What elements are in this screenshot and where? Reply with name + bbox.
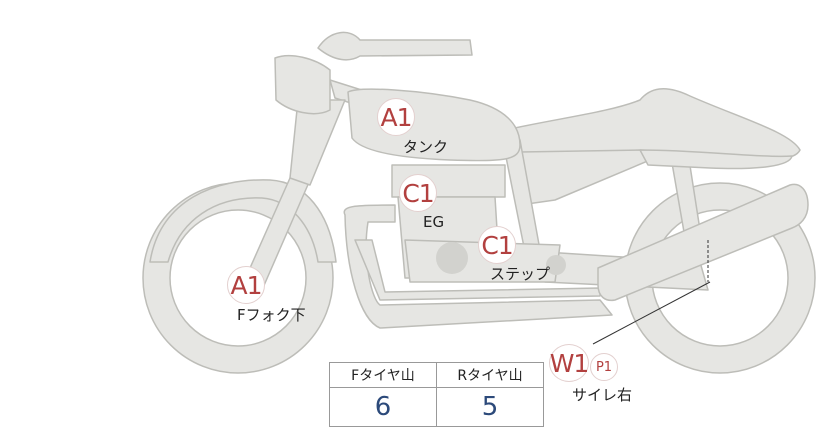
damage-marker-engine[interactable]: C1 bbox=[399, 174, 437, 212]
damage-marker-tank[interactable]: A1 bbox=[377, 98, 415, 136]
headlight bbox=[274, 54, 331, 115]
part-label-engine: EG bbox=[423, 213, 445, 231]
damage-sub-marker-muffler[interactable]: P1 bbox=[590, 353, 618, 381]
rear-fender bbox=[639, 149, 793, 170]
seat bbox=[504, 88, 801, 160]
part-label-muffler: サイレ右 bbox=[572, 386, 633, 404]
rear-tire-value: 5 bbox=[436, 387, 544, 427]
muffler bbox=[597, 183, 809, 302]
front-tire-value: 6 bbox=[329, 387, 437, 427]
part-label-tank: タンク bbox=[403, 138, 449, 156]
part-label-step: ステップ bbox=[490, 265, 551, 283]
rear-tire-header: Rタイヤ山 bbox=[436, 362, 544, 388]
damage-marker-front-fork[interactable]: A1 bbox=[227, 266, 265, 304]
damage-marker-muffler[interactable]: W1 bbox=[549, 344, 589, 382]
front-tire-header: Fタイヤ山 bbox=[329, 362, 437, 388]
leader-line bbox=[592, 281, 711, 345]
exhaust-pipe bbox=[343, 204, 613, 329]
part-label-front-fork: Fフォク下 bbox=[237, 306, 306, 324]
footpeg bbox=[546, 255, 566, 275]
handlebar bbox=[317, 31, 473, 61]
damage-marker-step[interactable]: C1 bbox=[478, 226, 516, 264]
tire-tread-table: Fタイヤ山 Rタイヤ山 6 5 bbox=[329, 362, 544, 427]
engine-crank-cover bbox=[436, 242, 468, 274]
